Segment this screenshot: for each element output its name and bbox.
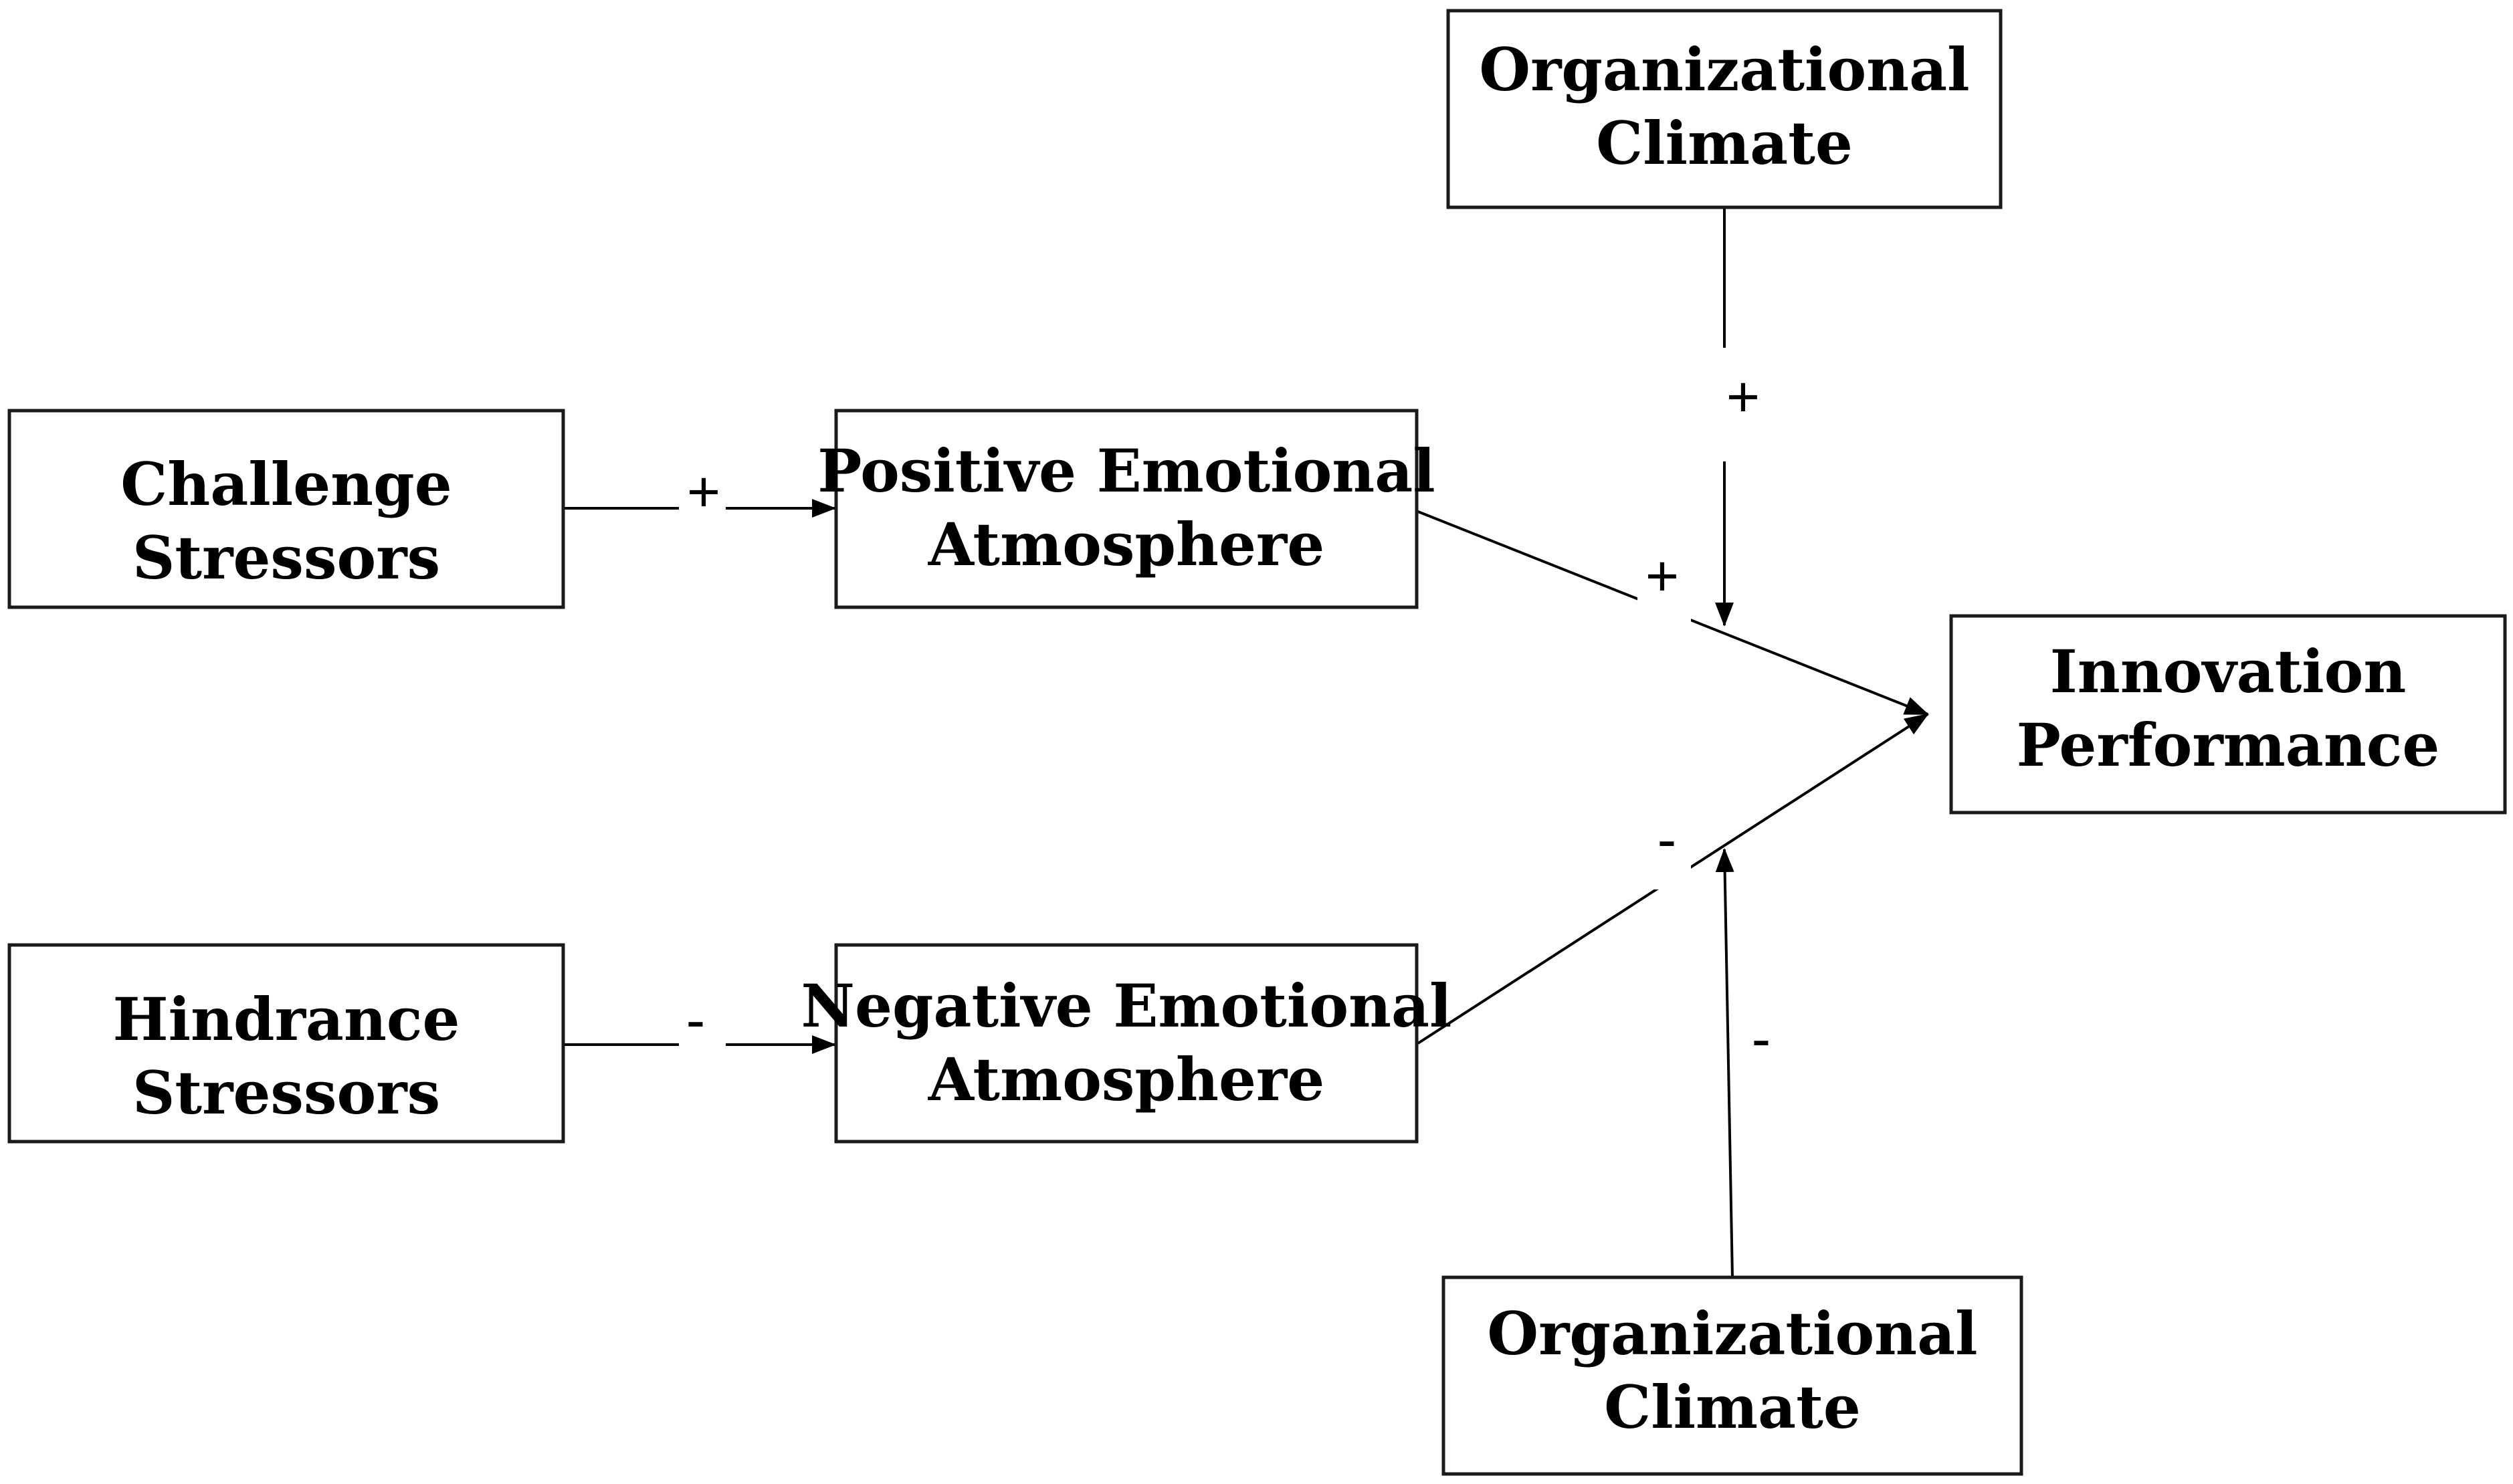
node-organizational-climate-top-line2: Climate [1596, 108, 1853, 178]
node-positive-emotional-atmosphere-line1: Positive Emotional [817, 436, 1435, 506]
node-positive-emotional-atmosphere: Positive Emotional Atmosphere [817, 409, 1435, 609]
node-hindrance-stressors-line1: Hindrance [112, 984, 460, 1054]
node-challenge-stressors: Challenge Stressors [7, 409, 565, 609]
node-negative-emotional-atmosphere: Negative Emotional Atmosphere [801, 943, 1452, 1144]
node-hindrance-stressors-line2: Stressors [132, 1058, 440, 1128]
node-innovation-performance-line1: Innovation [2050, 637, 2407, 706]
node-organizational-climate-top-line1: Organizational [1479, 35, 1969, 104]
sign-challenge-to-positive: + [687, 460, 720, 524]
node-organizational-climate-bottom: Organizational Climate [1441, 1275, 2023, 1476]
node-positive-emotional-atmosphere-line2: Atmosphere [928, 510, 1325, 579]
node-challenge-stressors-line2: Stressors [132, 523, 440, 593]
sign-climate-bottom-moderation: - [1752, 1007, 1771, 1071]
edge-signs: + - + - + - [679, 348, 1771, 1071]
node-negative-emotional-atmosphere-line2: Atmosphere [928, 1045, 1325, 1114]
node-organizational-climate-bottom-line2: Climate [1604, 1372, 1861, 1442]
sign-climate-top-moderation: + [1726, 365, 1760, 429]
sign-positive-to-innovation: + [1645, 544, 1679, 609]
sign-negative-to-innovation: - [1657, 808, 1677, 872]
node-organizational-climate-bottom-line1: Organizational [1487, 1299, 1977, 1368]
edge-climate-bottom-moderation [1715, 848, 1734, 1278]
node-organizational-climate-top: Organizational Climate [1446, 9, 2003, 209]
node-hindrance-stressors: Hindrance Stressors [7, 943, 565, 1144]
node-challenge-stressors-line1: Challenge [120, 449, 451, 519]
node-negative-emotional-atmosphere-line1: Negative Emotional [801, 971, 1452, 1041]
node-innovation-performance: Innovation Performance [1949, 614, 2507, 815]
sign-hindrance-to-negative: - [686, 988, 706, 1053]
node-innovation-performance-line2: Performance [2017, 710, 2440, 780]
